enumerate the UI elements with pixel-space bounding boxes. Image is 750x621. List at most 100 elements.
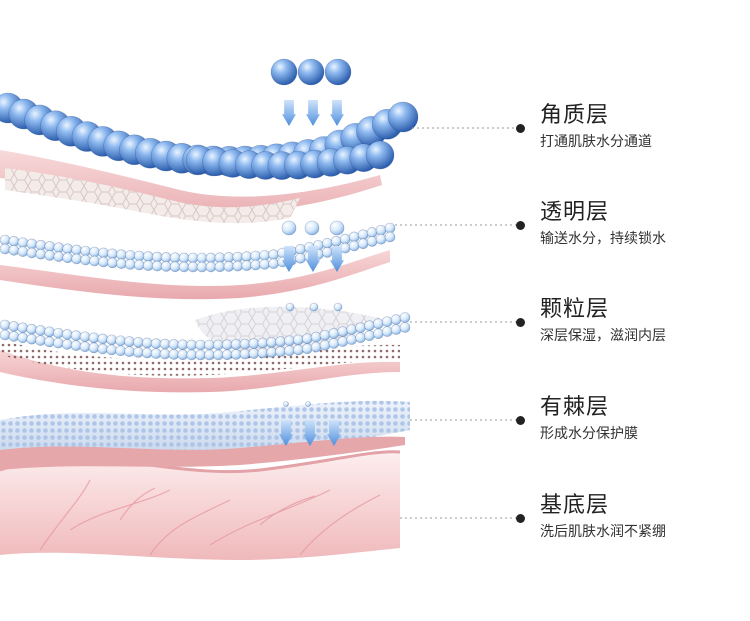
small-droplet [35,325,46,336]
small-droplet [304,220,320,236]
small-droplet [0,243,11,255]
small-droplet [169,261,181,273]
small-droplet [17,332,29,344]
small-droplet [328,338,340,349]
small-droplet [221,339,233,350]
small-droplet [309,302,319,312]
down-arrow-icon [306,100,320,126]
small-droplet [70,330,82,341]
bullet-dot [516,318,525,327]
small-droplet [266,337,277,348]
small-droplet [248,348,260,359]
small-droplet [134,250,145,262]
small-droplet [230,339,242,350]
small-droplet [151,251,163,263]
small-droplet [390,314,402,325]
small-droplet [213,339,224,351]
small-droplet [195,339,206,351]
down-arrow-icon [282,246,296,272]
small-droplet [61,329,73,340]
label-stratum-lucidum: 透明层 输送水分，持续锁水 [516,199,745,249]
small-droplet [98,247,109,259]
small-droplet [305,401,311,407]
small-droplet [384,222,396,234]
small-droplet [281,220,297,236]
small-droplet [89,246,100,258]
small-droplet [259,259,270,270]
small-droplet [115,345,126,357]
small-droplet [322,238,333,249]
small-droplet [223,252,235,263]
small-droplet [384,231,396,243]
small-droplet [106,334,117,346]
small-droplet [0,234,11,246]
label-stratum-basale: 基底层 洗后肌肤水润不紧绷 [516,492,745,542]
small-droplet [177,339,189,350]
small-droplet [106,344,117,356]
small-droplet [89,255,100,267]
small-droplet [88,332,100,344]
small-droplet [268,258,279,269]
small-droplet [333,302,343,312]
small-droplet [223,261,235,272]
small-droplet [62,252,73,264]
small-droplet [160,261,172,272]
small-droplet [88,342,100,354]
small-droplet [142,251,154,262]
small-droplet [241,260,253,271]
small-droplet [204,349,215,361]
small-droplet [133,337,144,348]
small-droplet [232,251,244,263]
down-arrow-icon [306,246,320,272]
small-droplet [141,337,153,349]
small-droplet [150,348,162,359]
small-droplet [284,335,295,347]
small-droplet [168,349,180,360]
small-droplet [17,322,29,334]
leader-lines [395,127,520,519]
small-droplet [310,341,322,353]
blue-droplet [270,58,298,86]
small-droplet [125,250,136,261]
small-droplet [151,260,163,272]
small-droplet [97,343,109,355]
small-droplet [26,247,38,259]
small-droplet [150,338,162,349]
small-droplet [399,322,411,333]
small-droplet [284,345,295,357]
small-droplet [322,247,333,258]
down-arrow-icon [330,246,344,272]
small-droplet [381,326,393,337]
small-droplet [177,349,189,360]
small-droplet [8,245,20,256]
small-droplet [79,341,91,353]
small-droplet [142,260,154,271]
small-droplet [26,333,37,345]
small-droplet [293,344,304,356]
small-droplet [221,349,233,360]
small-droplet [250,259,261,271]
small-droplet [44,326,55,338]
small-droplet [375,233,387,245]
small-droplet [346,334,357,345]
small-droplet [195,349,206,361]
small-droplet [357,229,369,241]
small-droplet [381,316,393,327]
small-droplet [328,328,340,339]
bullet-dot [516,124,525,133]
layer-title: 颗粒层 [540,297,610,322]
small-droplet [285,302,295,312]
small-droplet [107,257,118,269]
small-droplet [366,236,378,247]
down-arrow-icon [330,100,344,126]
small-droplet [230,349,242,360]
small-droplet [257,347,269,359]
small-droplet [17,237,29,248]
water-droplets [0,58,419,407]
small-droplet [205,261,217,273]
small-droplet [196,261,208,273]
small-droplet [35,248,47,260]
small-droplet [26,323,37,335]
blue-droplet [365,140,395,170]
